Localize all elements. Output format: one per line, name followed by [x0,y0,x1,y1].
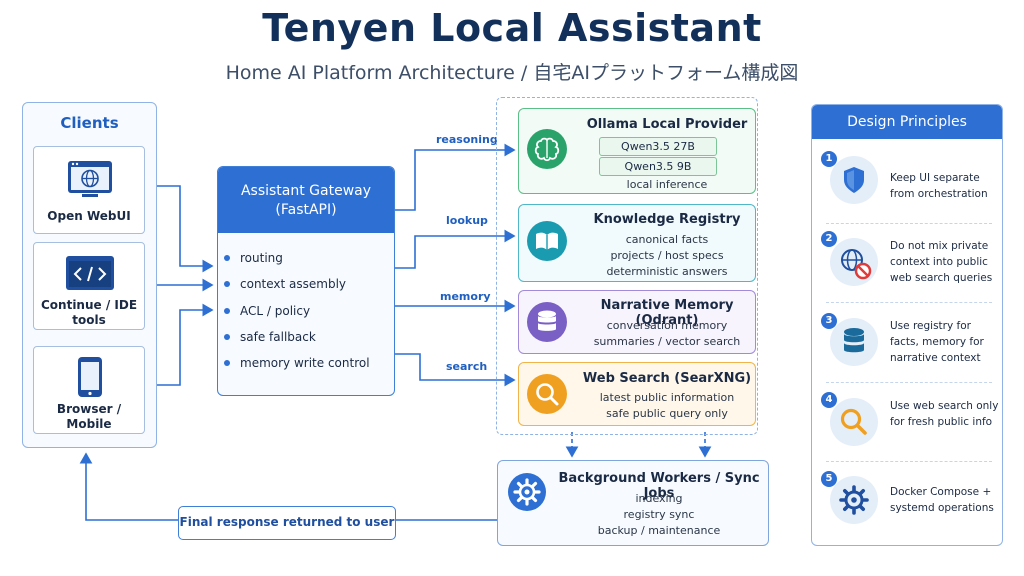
principle-divider [826,302,992,303]
final-response-box [178,506,396,540]
connector-search [395,353,516,387]
mobile-phone-icon [78,357,102,397]
principle-number: 3 [821,313,837,329]
service-knowledge-registry[interactable]: Knowledge Registry canonical facts proje… [518,204,756,282]
principle-number: 1 [821,151,837,167]
gateway-title: Assistant Gateway (FastAPI) [240,183,372,218]
gateway-item-routing: routing [224,251,283,265]
workers-title: Background Workers / Sync Jobs [558,471,760,501]
principle-text: Docker Compose + systemd operations [890,486,994,514]
principle-number: 5 [821,471,837,487]
service-web-search[interactable]: Web Search (SearXNG) latest public infor… [518,362,756,426]
database-icon [844,328,864,353]
principle-number: 4 [821,392,837,408]
service-title: Knowledge Registry [593,212,741,227]
principle-number: 2 [821,231,837,247]
client-continue-ide[interactable]: Continue / IDE tools [33,242,145,330]
gateway-item-context-assembly: context assembly [224,277,346,291]
principle-text: Keep UI separate from orchestration [890,172,988,200]
connector-reasoning [395,143,516,211]
principle-icon-bg [830,398,878,446]
connector-lookup [395,229,516,269]
connection-label-lookup: lookup [446,214,488,227]
client-open-webui[interactable]: Open WebUI [33,146,145,234]
connection-label-memory: memory [440,290,491,303]
client-label: Continue / IDE tools [40,298,138,327]
search-icon [527,374,567,414]
database-icon [527,302,567,342]
code-icon [66,256,114,290]
service-narrative-memory[interactable]: Narrative Memory (Qdrant) conversation m… [518,290,756,354]
client-browser-mobile[interactable]: Browser / Mobile [33,346,145,434]
gear-icon [508,473,546,511]
principle-text: Use web search only for fresh public inf… [890,400,999,428]
gateway-header [218,167,394,233]
diagram-title: Tenyen Local Assistant [262,6,762,50]
brain-icon [527,129,567,169]
service-line: projects / host specs [610,249,724,262]
service-title: Narrative Memory (Qdrant) [600,298,734,328]
service-line: safe public query only [606,407,728,420]
principle-icon-bg [830,476,878,524]
client-label: Open WebUI [47,209,131,223]
principles-header [812,105,1002,139]
search-icon [840,408,867,435]
service-ollama[interactable]: Ollama Local Provider Qwen3.5 27B Qwen3.… [518,108,756,194]
diagram-subtitle: Home AI Platform Architecture / 自宅AIプラット… [225,62,799,84]
principle-divider [826,461,992,462]
book-icon [527,221,567,261]
gateway-item-safe-fallback: safe fallback [224,330,316,344]
connection-label-search: search [446,360,488,373]
service-note: local inference [626,178,708,191]
principles-title: Design Principles [847,114,967,130]
principle-icon-bg [830,156,878,204]
model-chip-27b: Qwen3.5 27B [599,137,717,156]
service-line: summaries / vector search [593,335,741,348]
gear-icon [839,485,869,515]
client-label: Browser / Mobile [56,402,122,431]
no-globe-icon [841,249,872,280]
service-line: conversation memory [606,319,728,332]
principle-icon-bg [830,318,878,366]
principle-divider [826,382,992,383]
gateway-item-acl-policy: ACL / policy [224,304,310,318]
service-line: latest public information [599,391,735,404]
workers-line: indexing [635,492,683,505]
principle-icon-bg [830,238,878,286]
connection-label-reasoning: reasoning [436,133,498,146]
service-line: canonical facts [625,233,709,246]
providers-panel [496,97,758,435]
connector-browser [145,303,214,386]
principle-text: Do not mix private context into public w… [890,240,993,284]
workers-line: registry sync [623,508,695,521]
principle-divider [826,223,992,224]
gateway-item-memory-write-control: memory write control [224,356,370,370]
service-line: deterministic answers [606,265,728,278]
workers-line: backup / maintenance [597,524,721,537]
principle-text: Use registry for facts, memory for narra… [890,320,984,364]
service-title: Ollama Local Provider [586,117,748,132]
model-chip-9b: Qwen3.5 9B [599,157,717,176]
connector-open-webui [145,185,214,273]
final-response-label: Final response returned to user [179,515,395,529]
browser-globe-icon [68,161,112,197]
clients-title: Clients [60,114,119,132]
service-title: Web Search (SearXNG) [582,371,752,386]
shield-icon [844,167,864,193]
